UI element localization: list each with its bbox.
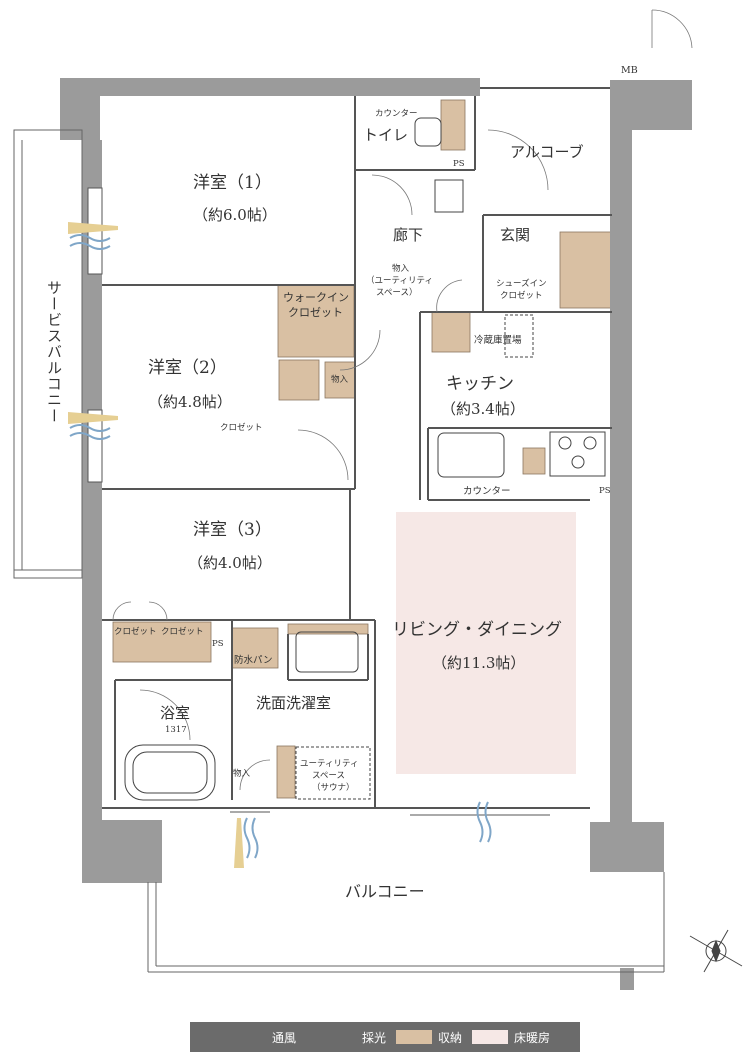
waterproof-pan-label: 防水パン xyxy=(234,655,273,666)
ps-label-1: PS xyxy=(453,159,465,169)
counter-toilet-label: カウンター xyxy=(375,109,418,119)
service-balcony-railing xyxy=(13,129,83,579)
room1-name: 洋室（1） xyxy=(193,173,272,193)
alcove-name: アルコーブ xyxy=(510,143,584,161)
legend-ventilation: 通風 xyxy=(220,1029,296,1046)
washroom-name: 洗面洗濯室 xyxy=(256,694,332,712)
storage-corridor-label-2: （ユーティリティ xyxy=(366,276,433,286)
utility-label-2: スペース xyxy=(312,771,345,781)
door-swings xyxy=(112,9,693,791)
walkin-closet-label-2: クロゼット xyxy=(288,306,343,319)
closet-room2-label: クロゼット xyxy=(220,423,263,433)
utility-label-3: （サウナ） xyxy=(312,783,355,793)
closet-a-label: クロゼット xyxy=(114,627,157,637)
storage-corridor-label-3: スペース） xyxy=(376,288,418,298)
stove xyxy=(549,431,606,477)
walkin-closet-label-1: ウォークイン xyxy=(283,291,349,304)
legend-daylight-label: 採光 xyxy=(361,1030,386,1045)
storage-small-label: 物入 xyxy=(331,375,349,385)
bath-size: 1317 xyxy=(165,725,187,735)
interior-walls xyxy=(102,87,612,809)
compass-icon xyxy=(689,929,743,973)
living-size: （約11.3帖） xyxy=(432,654,526,672)
legend-floor-heating: 床暖房 xyxy=(472,1029,550,1046)
wash-basin xyxy=(295,631,359,673)
corridor-name: 廊下 xyxy=(393,226,424,244)
washbasin-hall xyxy=(434,179,464,213)
fixtures xyxy=(124,117,606,801)
floor-heating-swatch xyxy=(472,1030,509,1044)
shoes-closet-label-2: クロゼット xyxy=(500,291,543,301)
room1-size: （約6.0帖） xyxy=(193,206,277,224)
balcony-railing xyxy=(147,872,665,973)
room2-size: （約4.8帖） xyxy=(148,393,232,411)
fridge-label: 冷蔵庫置場 xyxy=(474,335,522,346)
ps-label-2: PS xyxy=(599,486,611,496)
room3-size: （約4.0帖） xyxy=(188,554,272,572)
daylight-marks xyxy=(68,222,244,868)
utility-dashed xyxy=(295,746,371,800)
closet-b-label: クロゼット xyxy=(161,627,204,637)
utility-label-1: ユーティリティ xyxy=(300,759,359,769)
legend-daylight: 採光 xyxy=(306,1029,386,1046)
bathtub xyxy=(124,744,216,801)
legend: 通風 採光 収納 床暖房 xyxy=(190,1022,580,1052)
living-name: リビング・ダイニング xyxy=(392,620,562,640)
storage-areas xyxy=(112,99,613,799)
sliding-doors xyxy=(230,811,550,816)
counter-kitchen-label: カウンター xyxy=(463,486,511,497)
bath-name: 浴室 xyxy=(160,704,191,722)
storage-corridor-label-1: 物入 xyxy=(392,264,410,274)
ventilation-marks xyxy=(69,234,492,859)
kitchen-name: キッチン xyxy=(446,374,514,394)
storage-swatch xyxy=(396,1030,432,1044)
storage-wash-label: 物入 xyxy=(233,769,251,779)
service-balcony-name: サービスバルコニー xyxy=(45,280,63,424)
kitchen-sink xyxy=(437,432,505,478)
room3-name: 洋室（3） xyxy=(193,520,272,540)
room2-name: 洋室（2） xyxy=(148,358,227,378)
legend-floor-heating-label: 床暖房 xyxy=(514,1030,551,1045)
toilet-bowl xyxy=(414,117,442,147)
balcony-name: バルコニー xyxy=(345,882,425,901)
legend-storage: 収納 xyxy=(396,1029,462,1046)
legend-ventilation-label: 通風 xyxy=(271,1030,296,1045)
ps-label-3: PS xyxy=(212,639,224,649)
floor-heating-area xyxy=(396,512,576,774)
toilet-name: トイレ xyxy=(363,126,409,144)
shoes-closet-label-1: シューズイン xyxy=(496,279,547,289)
mb-label: MB xyxy=(621,65,638,76)
kitchen-size: （約3.4帖） xyxy=(441,400,525,418)
entrance-name: 玄関 xyxy=(500,226,531,244)
legend-storage-label: 収納 xyxy=(438,1030,463,1045)
